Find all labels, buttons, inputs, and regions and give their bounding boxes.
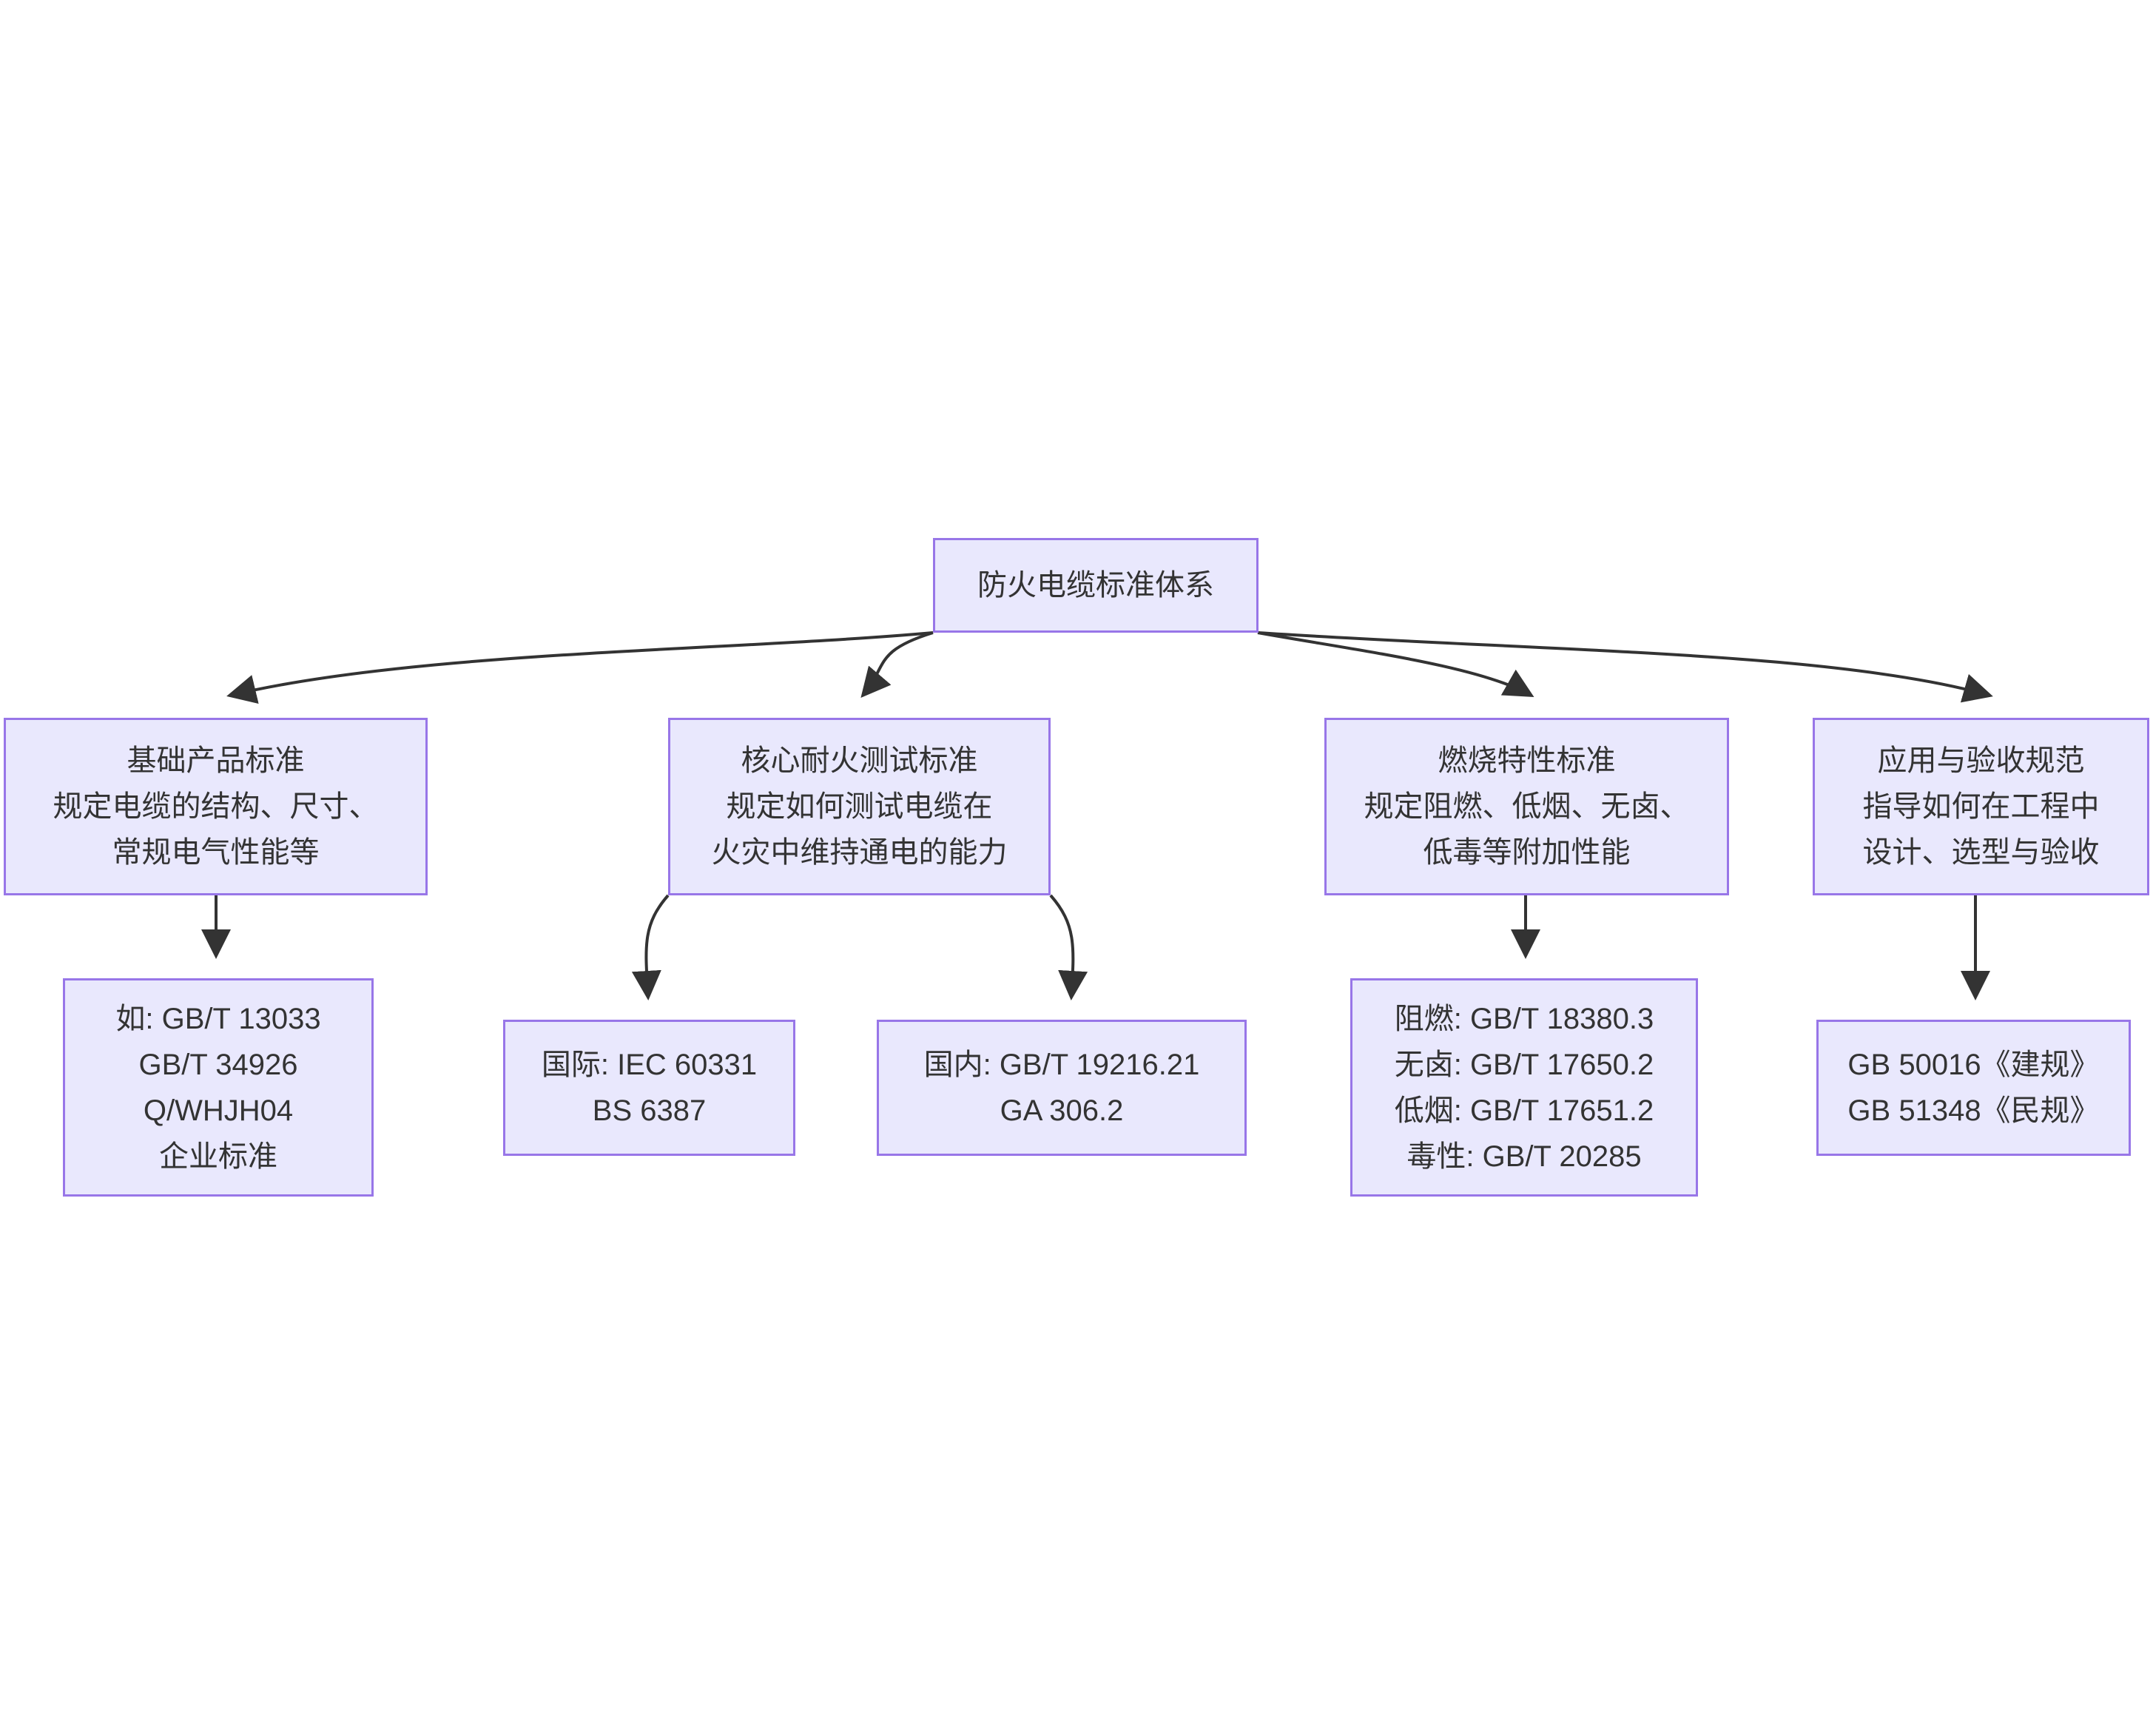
- node-branch4[interactable]: 应用与验收规范 指导如何在工程中 设计、选型与验收: [1813, 718, 2149, 895]
- node-leaf3[interactable]: 国内: GB/T 19216.21 GA 306.2: [877, 1020, 1247, 1156]
- node-branch4-line-0: 应用与验收规范: [1877, 744, 2085, 777]
- node-branch1[interactable]: 基础产品标准 规定电缆的结构、尺寸、 常规电气性能等: [4, 718, 428, 895]
- node-leaf3-line-1: GA 306.2: [1000, 1094, 1124, 1127]
- node-branch2[interactable]: 核心耐火测试标准 规定如何测试电缆在 火灾中维持通电的能力: [668, 718, 1051, 895]
- node-leaf1[interactable]: 如: GB/T 13033 GB/T 34926 Q/WHJH04 企业标准: [63, 978, 374, 1197]
- node-branch3-line-2: 低毒等附加性能: [1423, 836, 1631, 869]
- edge-branch2-leaf2: [631, 894, 670, 1000]
- edge-root-branch2: [860, 631, 934, 699]
- node-leaf1-line-1: GB/T 34926: [138, 1048, 298, 1081]
- node-leaf3-line-0: 国内: GB/T 19216.21: [923, 1049, 1200, 1081]
- node-branch3-line-0: 燃烧特性标准: [1438, 744, 1616, 777]
- node-leaf4-line-0: 阻燃: GB/T 18380.3: [1394, 1002, 1654, 1035]
- node-leaf1-line-3: 企业标准: [159, 1140, 277, 1173]
- node-leaf1-line-0: 如: GB/T 13033: [115, 1002, 321, 1035]
- node-leaf4[interactable]: 阻燃: GB/T 18380.3 无卤: GB/T 17650.2 低烟: GB…: [1350, 978, 1698, 1197]
- node-leaf4-line-3: 毒性: GB/T 20285: [1406, 1140, 1642, 1173]
- node-leaf4-line-1: 无卤: GB/T 17650.2: [1394, 1048, 1654, 1081]
- node-leaf1-line-2: Q/WHJH04: [143, 1094, 294, 1127]
- node-leaf2-line-1: BS 6387: [592, 1094, 707, 1127]
- node-branch4-line-2: 设计、选型与验收: [1862, 836, 2100, 869]
- node-branch1-line-2: 常规电气性能等: [112, 836, 320, 869]
- node-root[interactable]: 防火电缆标准体系: [933, 538, 1259, 633]
- node-branch2-line-2: 火灾中维持通电的能力: [711, 836, 1008, 869]
- node-branch1-line-0: 基础产品标准: [127, 744, 305, 777]
- node-branch2-line-0: 核心耐火测试标准: [741, 744, 978, 777]
- node-leaf2-line-0: 国际: IEC 60331: [541, 1049, 758, 1081]
- node-branch3[interactable]: 燃烧特性标准 规定阻燃、低烟、无卤、 低毒等附加性能: [1324, 718, 1729, 895]
- node-root-line-0: 防火电缆标准体系: [977, 569, 1214, 602]
- node-leaf5[interactable]: GB 50016《建规》 GB 51348《民规》: [1816, 1020, 2131, 1156]
- node-branch1-line-1: 规定电缆的结构、尺寸、: [53, 790, 379, 823]
- edge-root-branch4: [1257, 631, 1993, 703]
- node-leaf5-line-0: GB 50016《建规》: [1847, 1049, 2100, 1081]
- node-leaf4-line-2: 低烟: GB/T 17651.2: [1394, 1094, 1654, 1127]
- edge-root-branch3: [1257, 631, 1534, 697]
- edge-branch2-leaf3: [1049, 894, 1088, 1000]
- node-leaf2[interactable]: 国际: IEC 60331 BS 6387: [503, 1020, 795, 1156]
- node-branch2-line-1: 规定如何测试电缆在: [726, 790, 993, 823]
- node-leaf5-line-1: GB 51348《民规》: [1847, 1094, 2100, 1127]
- node-branch4-line-1: 指导如何在工程中: [1862, 790, 2100, 823]
- edge-root-branch1: [226, 631, 934, 704]
- node-branch3-line-1: 规定阻燃、低烟、无卤、: [1364, 790, 1690, 823]
